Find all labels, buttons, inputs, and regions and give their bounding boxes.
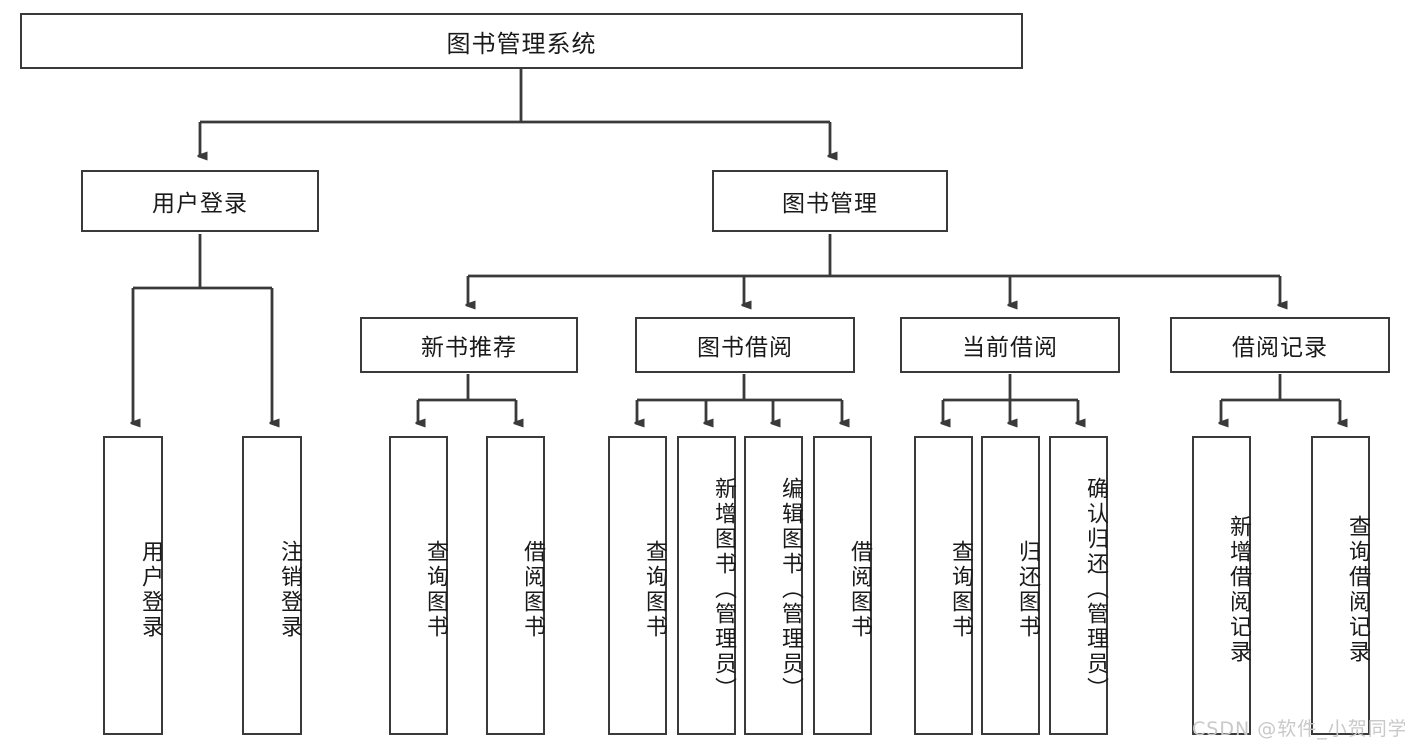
node-leaf-query-book-2[interactable]: 查询图书 xyxy=(608,436,667,735)
node-leaf-borrow-book-2[interactable]: 借阅图书 xyxy=(813,436,872,735)
node-leaf-add-record[interactable]: 新增借阅记录 xyxy=(1192,436,1251,735)
node-leaf-query-record[interactable]: 查询借阅记录 xyxy=(1311,436,1370,735)
node-user-login[interactable]: 用户登录 xyxy=(81,170,319,232)
node-borrow-record[interactable]: 借阅记录 xyxy=(1170,317,1390,373)
node-leaf-edit-book[interactable]: 编辑图书（管理员） xyxy=(744,436,803,735)
node-leaf-query-book-3[interactable]: 查询图书 xyxy=(914,436,973,735)
node-leaf-add-book[interactable]: 新增图书（管理员） xyxy=(677,436,736,735)
node-current-borrow[interactable]: 当前借阅 xyxy=(900,317,1120,373)
node-book-borrow[interactable]: 图书借阅 xyxy=(635,317,855,373)
node-root[interactable]: 图书管理系统 xyxy=(20,13,1023,69)
node-leaf-logout[interactable]: 注销登录 xyxy=(242,436,302,735)
csdn-watermark: CSDN @软件_小贺同学 xyxy=(1192,718,1405,740)
node-leaf-borrow-book-1[interactable]: 借阅图书 xyxy=(486,436,545,735)
node-book-management[interactable]: 图书管理 xyxy=(712,170,948,232)
node-new-book-recommend[interactable]: 新书推荐 xyxy=(360,317,578,373)
node-leaf-return-book[interactable]: 归还图书 xyxy=(981,436,1040,735)
node-leaf-user-login[interactable]: 用户登录 xyxy=(103,436,163,735)
node-leaf-confirm-return[interactable]: 确认归还（管理员） xyxy=(1049,436,1108,735)
node-leaf-query-book-1[interactable]: 查询图书 xyxy=(389,436,448,735)
